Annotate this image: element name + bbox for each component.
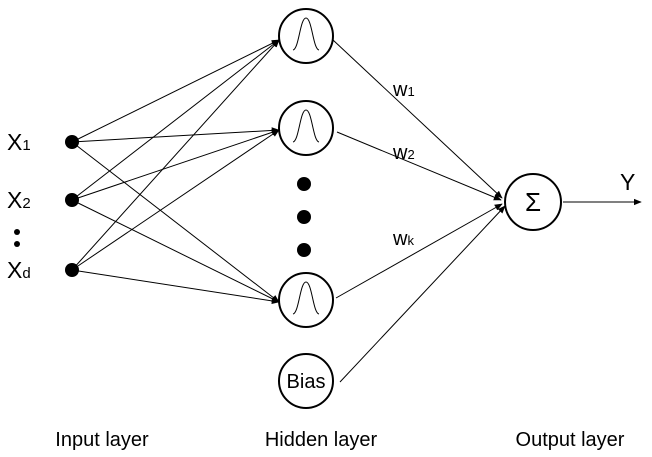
edge-x1-h2 <box>71 127 280 143</box>
layer-labels: Input layer Hidden layer Output layer <box>55 429 625 451</box>
output-node-circle <box>504 173 562 231</box>
weight-label-w1: w1 <box>392 79 415 101</box>
hidden-ellipsis <box>297 177 311 257</box>
sum-symbol: Σ <box>525 187 541 217</box>
weight-label-sub: k <box>407 233 414 248</box>
weight-label-main: w <box>392 228 408 250</box>
hidden-node-circle <box>278 272 334 328</box>
bias-node: Bias <box>278 353 334 409</box>
output-node: Σ <box>504 173 562 231</box>
gaussian-bump-icon <box>292 17 320 51</box>
hidden-node-k <box>278 272 334 328</box>
input-node-x1 <box>65 135 79 149</box>
gaussian-bump-icon <box>292 109 320 143</box>
bias-label: Bias <box>287 371 326 393</box>
input-node-xd <box>65 263 79 277</box>
bias-node-circle <box>278 353 334 409</box>
input-label-main: X <box>7 187 22 213</box>
edge-h2-out <box>336 131 502 201</box>
edge-x2-h1 <box>71 39 280 201</box>
input-ellipsis-dot <box>14 241 20 247</box>
input-label-xd: Xd <box>7 257 31 283</box>
edge-x2-hk <box>71 199 280 303</box>
input-label-sub: 1 <box>22 137 30 154</box>
input-label-main: X <box>7 129 22 155</box>
input-node-x2 <box>65 193 79 207</box>
edge-xd-h2 <box>71 129 280 271</box>
layer-label-hidden: Hidden layer <box>265 429 378 451</box>
input-label-x1: X1 <box>7 129 31 155</box>
weight-label-w2: w2 <box>392 142 415 164</box>
hidden-node-circle <box>278 8 334 64</box>
hidden-output-connections <box>332 39 506 383</box>
input-ellipsis-dot <box>14 229 20 235</box>
weight-label-wk: wk <box>392 228 414 250</box>
weight-label-sub: 1 <box>407 84 414 99</box>
layer-label-output: Output layer <box>516 429 625 451</box>
edge-h1-out <box>332 39 503 199</box>
input-ellipsis <box>14 229 20 247</box>
hidden-ellipsis-dot <box>297 177 311 191</box>
layer-label-input: Input layer <box>55 429 149 451</box>
weight-label-main: w <box>392 142 408 164</box>
edge-bias-out <box>339 205 506 383</box>
hidden-ellipsis-dot <box>297 243 311 257</box>
input-labels: X1 X2 Xd <box>7 129 31 283</box>
hidden-ellipsis-dot <box>297 210 311 224</box>
input-hidden-connections <box>71 39 280 305</box>
gaussian-bump-icon <box>292 281 320 315</box>
edge-hk-out <box>335 203 503 299</box>
hidden-node-circle <box>278 100 334 156</box>
edge-x2-h2 <box>71 129 280 201</box>
weight-label-main: w <box>392 79 408 101</box>
edge-xd-hk <box>71 269 280 305</box>
edge-xd-h1 <box>71 39 280 271</box>
input-label-sub: 2 <box>22 195 30 212</box>
output-label-y: Y <box>620 169 635 195</box>
input-label-main: X <box>7 257 22 283</box>
weight-labels: w1 w2 wk <box>392 79 415 250</box>
hidden-node-1 <box>278 8 334 64</box>
input-nodes <box>65 135 79 277</box>
input-label-sub: d <box>22 265 30 282</box>
hidden-node-2 <box>278 100 334 156</box>
edge-x1-h1 <box>71 39 280 143</box>
input-label-x2: X2 <box>7 187 31 213</box>
edge-x1-hk <box>71 141 280 303</box>
weight-label-sub: 2 <box>407 147 414 162</box>
